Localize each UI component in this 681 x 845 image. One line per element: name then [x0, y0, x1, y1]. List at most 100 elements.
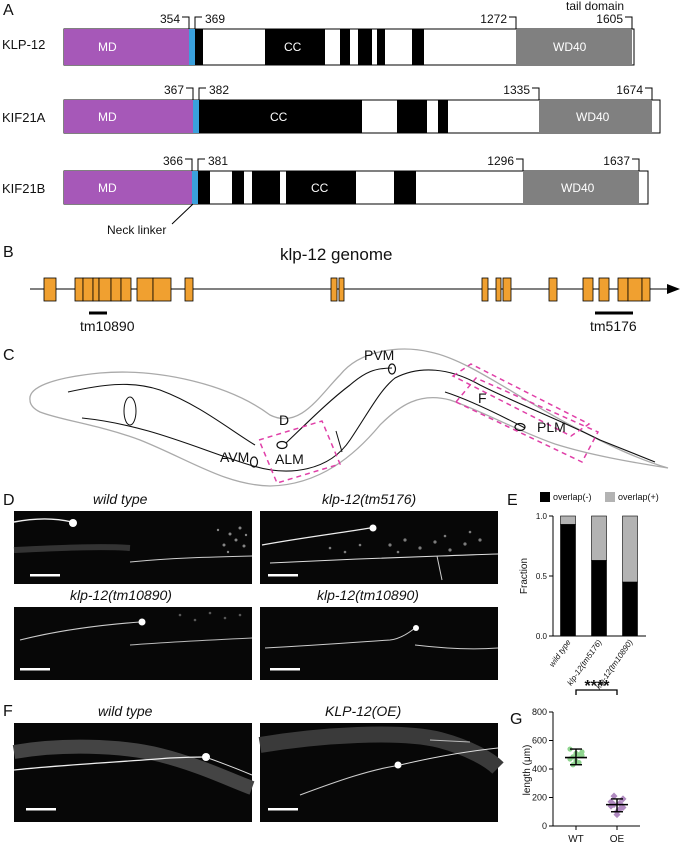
wd40-label: WD40 [553, 40, 587, 54]
protein-name-kif21b: KIF21B [2, 181, 45, 196]
region-box-d [257, 420, 342, 484]
gene-model: tm10890 tm5176 [30, 277, 680, 334]
md-label: MD [98, 40, 117, 54]
coiled-coil-segment [286, 171, 356, 204]
micrograph-label-d3: klp-12(tm10890) [70, 587, 172, 603]
cc-label: CC [284, 40, 302, 54]
bar-segment [622, 581, 638, 637]
data-point [576, 759, 582, 766]
position-label: 369 [205, 12, 225, 26]
micrograph-label-d4: klp-12(tm10890) [317, 587, 419, 603]
exon [641, 277, 651, 302]
exon [120, 277, 132, 302]
x-tick-label: WT [568, 834, 584, 845]
panel-label-f: F [3, 703, 13, 720]
exon [502, 277, 512, 302]
neuron-process [81, 369, 656, 472]
exon [582, 277, 594, 302]
wd40-label: WD40 [561, 181, 595, 195]
y-tick-label: 0 [542, 821, 547, 831]
exon [338, 277, 345, 302]
position-brackets [185, 158, 640, 171]
position-brackets [186, 87, 653, 100]
coiled-coil-segment [232, 171, 244, 204]
region-box-f [451, 363, 591, 437]
y-tick-label: 1.0 [536, 512, 548, 521]
position-label: 1335 [503, 83, 530, 97]
kif21a-row: KIF21A MD CC WD40 367 382 1335 1674 [2, 83, 661, 134]
position-label: 382 [209, 83, 229, 97]
wd40-domain [516, 29, 632, 65]
micrograph-d3 [14, 607, 253, 680]
cc-label: CC [311, 181, 329, 195]
scale-bar [26, 808, 56, 811]
coiled-coil-segment [252, 171, 280, 204]
legend-label-overlap-neg: overlap(-) [553, 492, 592, 502]
scale-bar [268, 808, 298, 811]
exon [481, 277, 489, 302]
micrograph-f1 [12, 723, 255, 822]
position-label: 367 [164, 83, 184, 97]
klp12-row: KLP-12 MD CC WD40 354 369 1272 1605 [2, 12, 635, 66]
y-tick-label: 0.5 [536, 572, 548, 581]
panel-label-a: A [3, 2, 14, 19]
wd40-domain [539, 100, 652, 133]
scale-bar [20, 668, 50, 671]
label-plm: PLM [537, 419, 566, 435]
motor-domain [64, 100, 193, 133]
neck-linker [193, 100, 199, 133]
coiled-coil-segment [340, 29, 350, 65]
panel-label-g: G [510, 711, 522, 728]
label-d: D [279, 412, 289, 428]
neck-linker [189, 29, 195, 65]
genome-title: klp-12 genome [280, 245, 392, 264]
protein-name-kif21a: KIF21A [2, 110, 46, 125]
neuron-process [67, 383, 256, 446]
pvm-cell-body [387, 363, 397, 375]
position-label: 354 [160, 12, 180, 26]
coiled-coil-segment [199, 100, 362, 133]
legend-swatch-overlap-pos [605, 492, 615, 502]
bar-segment [591, 560, 607, 637]
exon [110, 277, 122, 302]
exon [627, 277, 643, 302]
motor-domain [64, 171, 192, 204]
worm-outline [29, 348, 669, 487]
alm-cell-body [276, 440, 288, 450]
legend-swatch-overlap-neg [540, 492, 550, 502]
kif21b-row: KIF21B MD CC WD40 366 381 1296 1637 Neck… [2, 154, 649, 237]
md-label: MD [98, 110, 117, 124]
position-brackets [182, 16, 633, 29]
position-label: 1637 [603, 154, 630, 168]
panel-label-b: B [3, 244, 14, 261]
bar-segment [560, 515, 576, 525]
exon [598, 277, 610, 302]
neck-linker-label: Neck linker [107, 223, 166, 237]
plm-cell-body [514, 422, 526, 432]
x-tick-label: wild type [547, 638, 573, 669]
micrograph-label-d2: klp-12(tm5176) [322, 491, 416, 507]
coiled-coil-segment [198, 171, 210, 204]
allele-label-tm10890: tm10890 [80, 318, 135, 334]
data-point [579, 752, 585, 759]
label-alm: ALM [275, 451, 304, 467]
micrograph-label-f2: KLP-12(OE) [325, 703, 401, 719]
significance-label: **** [585, 678, 611, 695]
micrograph-image [260, 511, 498, 584]
label-pvm: PVM [364, 347, 394, 363]
legend-label-overlap-pos: overlap(+) [618, 492, 659, 502]
y-tick-label: 200 [532, 793, 547, 803]
y-tick-label: 600 [532, 736, 547, 746]
micrograph-d1 [13, 511, 253, 584]
coiled-coil-segment [377, 29, 385, 65]
scale-bar [30, 574, 60, 577]
arrowhead-icon [667, 284, 680, 294]
position-label: 1296 [487, 154, 514, 168]
coiled-coil-segment [438, 100, 448, 133]
neck-linker [192, 171, 198, 204]
bar-segment [560, 524, 576, 637]
micrograph-label-d1: wild type [93, 491, 148, 507]
bar-segment [622, 515, 638, 583]
